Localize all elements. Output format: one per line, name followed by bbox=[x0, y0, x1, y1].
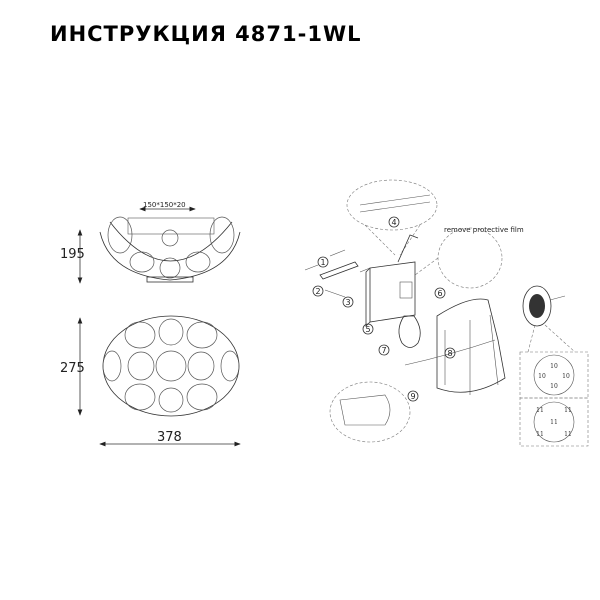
svg-text:10: 10 bbox=[538, 373, 546, 380]
svg-text:11: 11 bbox=[536, 407, 544, 414]
svg-text:10: 10 bbox=[562, 373, 570, 380]
svg-text:11: 11 bbox=[564, 431, 572, 438]
mount-plate-dimension: 150*150*20 bbox=[143, 201, 186, 209]
side-view-drawing: 150*150*20 195 bbox=[60, 201, 241, 284]
document-title: ИНСТРУКЦИЯ 4871-1WL bbox=[50, 22, 362, 46]
step-6-label: 6 bbox=[437, 289, 442, 298]
step-8-label: 8 bbox=[447, 349, 452, 358]
svg-text:10: 10 bbox=[550, 383, 558, 390]
svg-text:11: 11 bbox=[564, 407, 572, 414]
step-2-label: 2 bbox=[315, 287, 320, 296]
depth-dimension: 275 bbox=[60, 361, 85, 376]
step-5-label: 5 bbox=[365, 325, 370, 334]
part-11-label: 11 bbox=[550, 419, 558, 426]
top-view-drawing: 275 378 bbox=[60, 315, 241, 447]
step-4-label: 4 bbox=[391, 218, 396, 227]
remove-film-note: remove protective film bbox=[444, 226, 524, 234]
step-9-label: 9 bbox=[410, 392, 415, 401]
shade-part-10-diagram: 10 10 10 10 bbox=[533, 354, 575, 396]
part-10-label: 10 bbox=[550, 363, 558, 370]
assembly-diagram: 4 1 2 3 5 6 7 remove protective film 8 bbox=[304, 179, 589, 447]
height-dimension: 195 bbox=[60, 247, 85, 262]
svg-text:11: 11 bbox=[536, 431, 544, 438]
step-1-label: 1 bbox=[320, 258, 325, 267]
width-dimension: 378 bbox=[157, 430, 182, 445]
step-7-label: 7 bbox=[381, 346, 386, 355]
shade-part-11-diagram: 11 11 11 11 11 bbox=[533, 401, 575, 443]
step-3-label: 3 bbox=[345, 298, 350, 307]
